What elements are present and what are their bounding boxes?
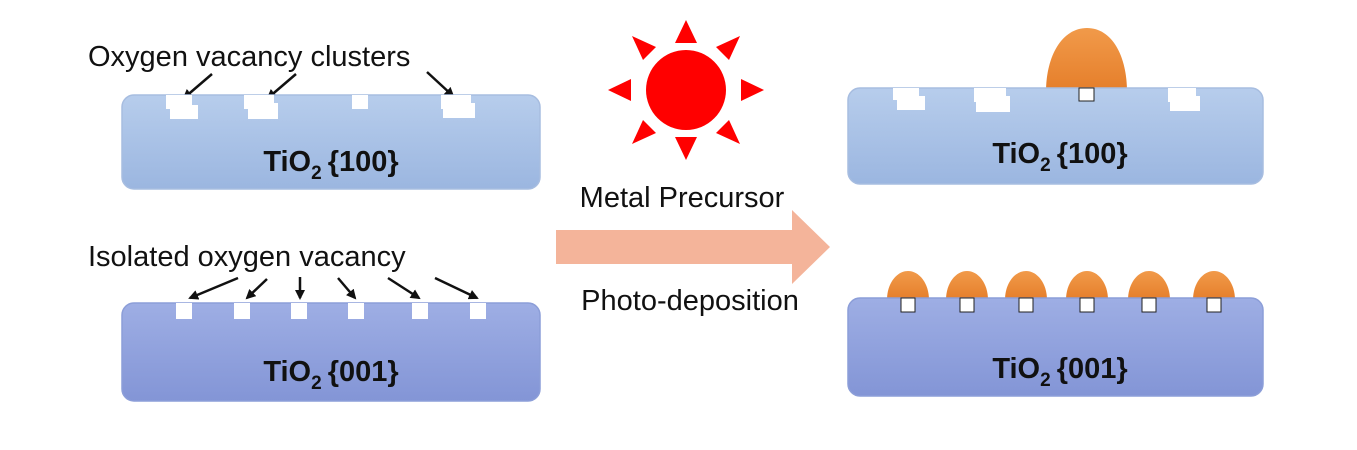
tio2-001-slab-result	[847, 297, 1264, 397]
right-top-panel: TiO2{100}	[847, 28, 1264, 185]
right-arrow-icon	[556, 210, 830, 284]
callout-isolated-oxygen-vacancy: Isolated oxygen vacancy	[88, 241, 406, 273]
tio2-100-slab-result	[847, 87, 1264, 185]
left-bottom-panel: Isolated oxygen vacancy TiO2{001}	[88, 241, 541, 402]
slab-label-tio2-001-result: TiO2{001}	[992, 353, 1127, 391]
vacancy-clusters-remaining	[893, 88, 1200, 112]
photo-deposition-label: Photo-deposition	[581, 285, 799, 317]
metal-particles-small	[887, 271, 1235, 300]
slab-label-tio2-100: TiO2{100}	[263, 146, 398, 184]
metal-particle-large	[1046, 28, 1127, 92]
anchored-vacancy	[1078, 87, 1095, 102]
right-bottom-panel: TiO2{001}	[847, 271, 1264, 397]
left-top-panel: Oxygen vacancy clusters TiO2{100}	[88, 41, 541, 190]
callout-arrows	[188, 276, 479, 300]
callout-oxygen-vacancy-clusters: Oxygen vacancy clusters	[88, 41, 410, 73]
anchored-vacancies	[900, 297, 1222, 313]
slab-label-tio2-001: TiO2{001}	[263, 356, 398, 394]
metal-precursor-label: Metal Precursor	[580, 182, 785, 214]
callout-arrows	[182, 71, 455, 100]
vacancy-clusters	[166, 95, 475, 119]
sun-icon	[608, 20, 764, 160]
tio2-001-slab	[121, 302, 541, 402]
slab-label-tio2-100-result: TiO2{100}	[992, 138, 1127, 176]
isolated-vacancies	[176, 303, 486, 319]
tio2-100-slab	[121, 94, 541, 190]
